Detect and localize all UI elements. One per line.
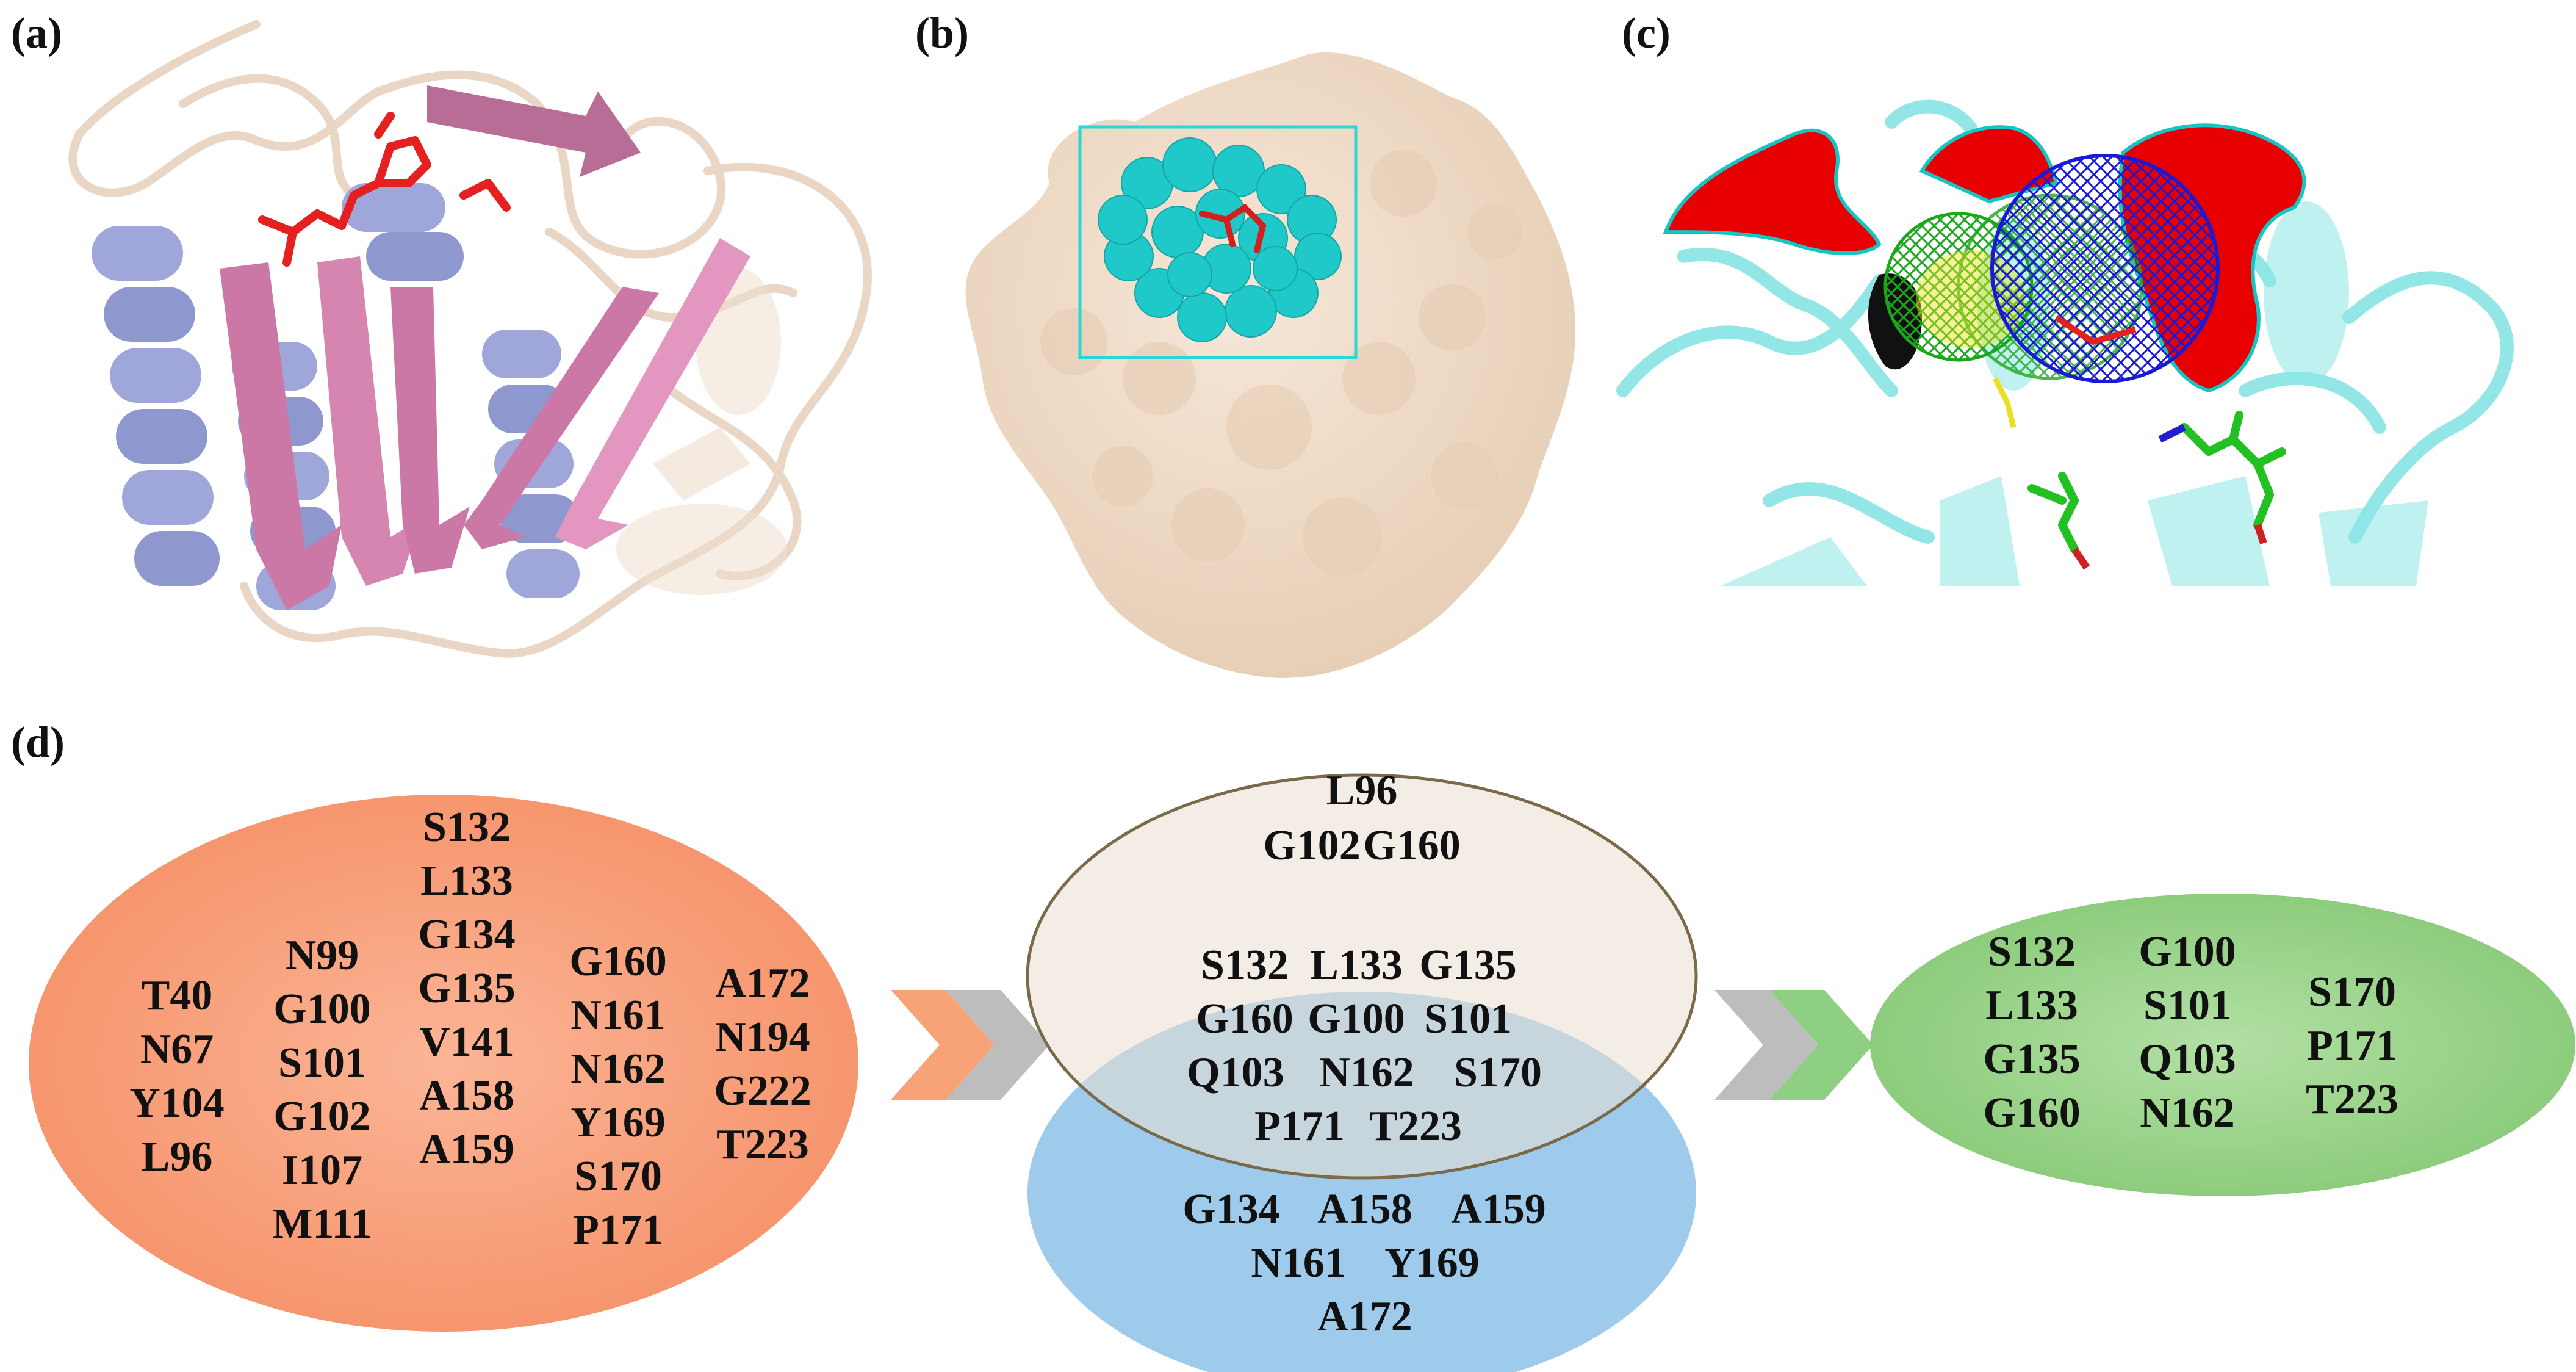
residue-label: Y169 bbox=[570, 1099, 666, 1146]
residue-label: G135 bbox=[418, 965, 515, 1012]
residue-label: G160 bbox=[569, 938, 666, 985]
residue-label: I107 bbox=[282, 1147, 362, 1194]
residue-label: N194 bbox=[715, 1014, 810, 1061]
residue-label: L96 bbox=[142, 1133, 213, 1180]
ellipse-all-residues bbox=[29, 795, 858, 1332]
protein-ribbon-illustration bbox=[68, 20, 872, 658]
residue-label: P171 bbox=[1254, 1103, 1345, 1150]
residue-label: A159 bbox=[419, 1126, 514, 1173]
residue-label: V141 bbox=[419, 1019, 514, 1066]
residue-label: S132 bbox=[1201, 942, 1289, 989]
residue-label: Y104 bbox=[129, 1080, 225, 1127]
residue-label: T223 bbox=[716, 1121, 809, 1168]
residue-label: N162 bbox=[570, 1045, 666, 1092]
residue-label: G222 bbox=[714, 1067, 811, 1114]
binding-cavity-illustration bbox=[1616, 99, 2514, 586]
panel-label-d: (d) bbox=[11, 718, 65, 767]
residue-label: G102 bbox=[1263, 822, 1360, 869]
left-residue-list: T40 N67 Y104 L96 N99 G100 S101 G102 I107… bbox=[129, 804, 811, 1254]
residue-label: S170 bbox=[1454, 1049, 1542, 1096]
right-residue-list: S132 L133 G135 G160 G100 S101 Q103 N162 … bbox=[1983, 928, 2398, 1136]
residue-label: P171 bbox=[573, 1207, 663, 1254]
residue-label: G100 bbox=[1308, 995, 1405, 1042]
panel-label-b: (b) bbox=[915, 9, 969, 57]
residue-label: S101 bbox=[1424, 995, 1512, 1042]
residue-label: G100 bbox=[2139, 928, 2236, 975]
residue-label: S170 bbox=[574, 1153, 662, 1200]
residue-label: G102 bbox=[273, 1093, 370, 1140]
residue-label: T223 bbox=[2306, 1076, 2398, 1123]
middle-residue-list: L96 G102 G160 S132 L133 G135 G160 G100 S… bbox=[1182, 767, 1546, 1340]
residue-label: G100 bbox=[273, 986, 370, 1033]
residue-label: S170 bbox=[2308, 969, 2396, 1016]
residue-label: G134 bbox=[1182, 1186, 1279, 1233]
residue-label: N162 bbox=[2140, 1089, 2235, 1136]
residue-label: G160 bbox=[1196, 995, 1293, 1042]
residue-label: N161 bbox=[1251, 1240, 1346, 1287]
residue-label: A159 bbox=[1451, 1186, 1546, 1233]
residue-label: N162 bbox=[1319, 1049, 1414, 1096]
residue-label: G160 bbox=[1983, 1089, 2080, 1136]
panel-label-c: (c) bbox=[1622, 9, 1671, 57]
residue-label: S101 bbox=[278, 1039, 366, 1086]
protein-surface-illustration bbox=[965, 52, 1575, 678]
double-chevron-right-icon bbox=[891, 990, 1049, 1100]
residue-label: A172 bbox=[715, 960, 810, 1007]
residue-label: L96 bbox=[1326, 767, 1398, 814]
venn-circle-top bbox=[1026, 773, 1698, 1180]
residue-label: L133 bbox=[420, 858, 513, 904]
residue-label: A172 bbox=[1317, 1293, 1412, 1340]
double-chevron-right-icon bbox=[1714, 990, 1873, 1100]
residue-label: M111 bbox=[272, 1200, 372, 1247]
residue-label: S101 bbox=[2143, 982, 2231, 1029]
venn-diagram bbox=[1026, 773, 1698, 1372]
residue-label: L133 bbox=[1310, 942, 1403, 989]
residue-label: S132 bbox=[423, 804, 511, 851]
residue-label: N67 bbox=[140, 1026, 214, 1073]
residue-label: A158 bbox=[419, 1072, 514, 1119]
residue-label: G134 bbox=[418, 911, 515, 958]
residue-label: Q103 bbox=[1187, 1049, 1284, 1096]
residue-label: T223 bbox=[1369, 1103, 1462, 1150]
residue-label: G160 bbox=[1363, 822, 1460, 869]
residue-label: T40 bbox=[142, 972, 213, 1019]
residue-label: G135 bbox=[1419, 942, 1516, 989]
residue-label: G135 bbox=[1983, 1036, 2080, 1083]
residue-label: L133 bbox=[1985, 982, 2078, 1029]
ellipse-key-residues bbox=[1870, 894, 2575, 1196]
residue-label: Y169 bbox=[1384, 1240, 1480, 1287]
residue-label: Q103 bbox=[2139, 1036, 2236, 1083]
residue-label: N161 bbox=[570, 992, 666, 1039]
panel-label-a: (a) bbox=[11, 9, 62, 57]
residue-label: A158 bbox=[1317, 1186, 1412, 1233]
residue-label: P171 bbox=[2307, 1022, 2397, 1069]
residue-label: N99 bbox=[286, 932, 359, 979]
residue-label: S132 bbox=[1988, 928, 2076, 975]
